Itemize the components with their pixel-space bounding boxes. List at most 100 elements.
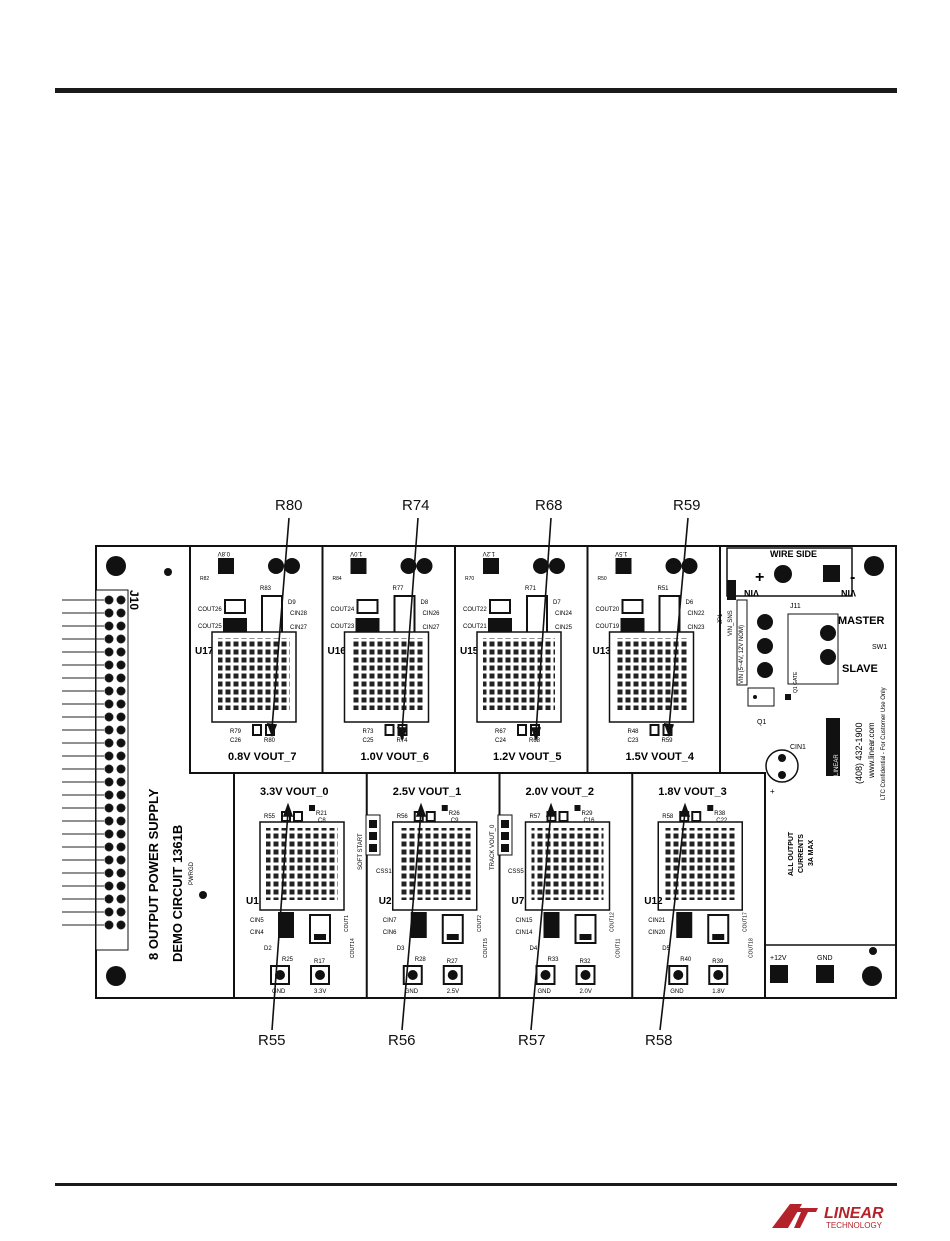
- callout-r59: R59: [673, 497, 701, 514]
- board-title: 8 OUTPUT POWER SUPPLY: [146, 788, 161, 960]
- j10-pin: [116, 803, 126, 813]
- svg-text:COUT22: COUT22: [463, 607, 487, 613]
- j10-pin: [116, 894, 126, 904]
- callout-arrows: [266, 517, 691, 1031]
- j10-pin: [116, 764, 126, 774]
- svg-text:VIN: VIN: [744, 588, 759, 598]
- svg-text:CIN5: CIN5: [250, 918, 264, 924]
- terminal-12v-label: +12V: [770, 955, 787, 962]
- svg-text:COUT26: COUT26: [198, 607, 222, 613]
- svg-text:R17: R17: [314, 959, 326, 965]
- svg-text:R59: R59: [662, 738, 674, 744]
- j10-pin: [104, 751, 114, 761]
- j10-pin: [104, 738, 114, 748]
- svg-text:CIN25: CIN25: [555, 625, 573, 631]
- svg-text:1.0V VOUT_6: 1.0V VOUT_6: [361, 751, 429, 763]
- callout-r56: R56: [388, 1032, 416, 1049]
- j10-pin: [104, 855, 114, 865]
- j10-pin: [116, 816, 126, 826]
- svg-text:CIN24: CIN24: [555, 611, 573, 617]
- svg-text:R40: R40: [680, 957, 692, 963]
- j10-pin: [116, 855, 126, 865]
- svg-text:R32: R32: [580, 959, 592, 965]
- svg-text:2.5V VOUT_1: 2.5V VOUT_1: [393, 786, 461, 798]
- svg-text:R56: R56: [397, 814, 409, 820]
- svg-text:CIN20: CIN20: [648, 930, 666, 936]
- j10-pin: [104, 595, 114, 605]
- svg-text:GND: GND: [405, 989, 419, 995]
- callout-r58: R58: [645, 1032, 673, 1049]
- j10-pin: [104, 699, 114, 709]
- svg-text:GND: GND: [538, 989, 552, 995]
- j10-pin: [104, 868, 114, 878]
- svg-text:COUT25: COUT25: [198, 624, 222, 630]
- j10-pin: [104, 712, 114, 722]
- j10-pin: [116, 881, 126, 891]
- svg-text:R84: R84: [333, 576, 342, 582]
- svg-text:CIN27: CIN27: [290, 625, 308, 631]
- j10-pin: [116, 699, 126, 709]
- j10-pin: [116, 621, 126, 631]
- svg-text:1.5V: 1.5V: [615, 550, 627, 556]
- svg-text:R28: R28: [415, 957, 427, 963]
- svg-text:C23: C23: [628, 738, 640, 744]
- svg-text:COUT19: COUT19: [596, 624, 620, 630]
- svg-text:R29: R29: [582, 811, 594, 817]
- svg-text:SW1: SW1: [872, 644, 887, 651]
- j10-pin: [116, 842, 126, 852]
- svg-text:C26: C26: [230, 738, 242, 744]
- svg-text:CIN7: CIN7: [383, 918, 397, 924]
- svg-text:Q1 GATE: Q1 GATE: [793, 671, 799, 693]
- j10-pin: [104, 894, 114, 904]
- svg-text:R73: R73: [363, 729, 375, 735]
- j10-pin: [116, 634, 126, 644]
- svg-text:COUT14: COUT14: [350, 938, 356, 958]
- callout-r57: R57: [518, 1032, 546, 1049]
- callout-r80: R80: [275, 497, 303, 514]
- svg-text:U16: U16: [328, 646, 347, 657]
- svg-text:R83: R83: [260, 586, 272, 592]
- j10-pin: [104, 816, 114, 826]
- j10-pin: [116, 686, 126, 696]
- terminal-12v: [770, 965, 788, 983]
- svg-text:R77: R77: [393, 586, 405, 592]
- j10-pin: [116, 790, 126, 800]
- svg-text:R68: R68: [529, 738, 541, 744]
- svg-text:1.5V VOUT_4: 1.5V VOUT_4: [626, 751, 695, 763]
- svg-text:C9: C9: [451, 818, 459, 824]
- jumper-jp2: SOFT START CSS1: [358, 814, 392, 875]
- svg-text:R55: R55: [264, 814, 276, 820]
- j10-pin: [104, 842, 114, 852]
- svg-text:U7: U7: [512, 896, 525, 907]
- svg-text:COUT2: COUT2: [477, 915, 483, 932]
- svg-text:-: -: [850, 569, 855, 586]
- svg-text:COUT15: COUT15: [483, 938, 489, 958]
- header-rule: [55, 88, 897, 93]
- svg-text:D4: D4: [530, 946, 538, 952]
- svg-text:CSS5: CSS5: [508, 869, 524, 875]
- svg-text:0.8V: 0.8V: [218, 550, 230, 556]
- svg-text:CIN4: CIN4: [250, 930, 264, 936]
- board-phone: (408) 432-1900: [854, 722, 864, 784]
- switch-sw1: MASTER SLAVE SW1: [757, 613, 887, 685]
- svg-text:R80: R80: [264, 738, 276, 744]
- svg-text:CIN21: CIN21: [648, 918, 666, 924]
- svg-text:2.0V VOUT_2: 2.0V VOUT_2: [526, 786, 594, 798]
- svg-text:COUT21: COUT21: [463, 624, 487, 630]
- svg-text:0.8V VOUT_7: 0.8V VOUT_7: [228, 751, 296, 763]
- currents-note-3: 3A MAX: [808, 839, 815, 866]
- j10-pin: [116, 829, 126, 839]
- j10-pin: [104, 803, 114, 813]
- terminal-gnd: [816, 965, 834, 983]
- svg-text:SOFT START: SOFT START: [358, 833, 364, 870]
- j10-pin: [104, 881, 114, 891]
- mount-hole: [164, 568, 172, 576]
- svg-text:R26: R26: [449, 811, 461, 817]
- j10-pin: [104, 920, 114, 930]
- module-u17: 0.8VR82R83D9COUT26COUT25CIN28CIN27U17R79…: [195, 550, 308, 763]
- svg-text:COUT17: COUT17: [742, 912, 748, 932]
- svg-text:U1: U1: [246, 896, 259, 907]
- j10-pin: [104, 790, 114, 800]
